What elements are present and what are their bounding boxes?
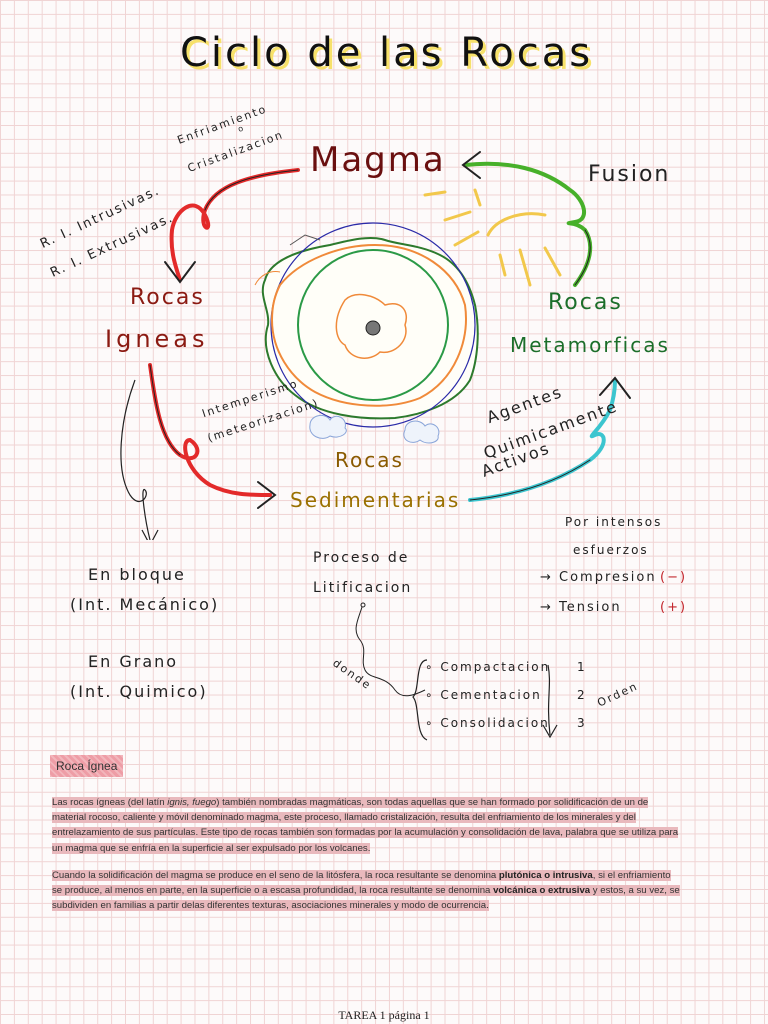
note-tension: → Tension: [540, 600, 622, 615]
sun-rays-icon: [423, 188, 562, 287]
note-proceso: Proceso de: [313, 550, 410, 566]
note-litificacion: Litificacion: [313, 580, 413, 596]
note-order-1: 1: [577, 660, 587, 674]
note-en-bloque: En bloque: [88, 565, 186, 584]
label-rocas-igneas-2: Igneas: [105, 325, 209, 353]
litificacion-connector: [355, 602, 426, 697]
arrow-to-notes: [120, 379, 159, 540]
label-rocas-sedimentarias-1: Rocas: [335, 448, 404, 472]
note-por-intensos: Por intensos: [565, 515, 663, 529]
label-rocas-igneas-1: Rocas: [130, 285, 205, 310]
arrow-magma-to-igneas: [164, 168, 300, 284]
section-heading: Roca Ígnea: [50, 755, 124, 777]
label-fusion: Fusion: [588, 162, 671, 187]
paragraph-1-text-b: ignis, fuego: [167, 797, 217, 808]
rock-cycle-diagram: [120, 151, 631, 540]
brace-icon: [412, 659, 428, 741]
arrow-igneas-to-sedimentarias: [148, 363, 277, 509]
note-esfuerzos: esfuerzos: [573, 543, 649, 557]
note-cementacion: ∘ Cementacion: [425, 688, 542, 702]
label-rocas-metamorficas-1: Rocas: [548, 290, 623, 315]
note-order-3: 3: [577, 716, 587, 730]
arrow-metamorficas-to-magma: [461, 151, 593, 287]
paragraph-1: Las rocas ígneas (del latín ignis, fuego…: [52, 795, 682, 856]
paragraph-2: Cuando la solidificación del magma se pr…: [52, 868, 682, 914]
order-arrow-icon: [542, 664, 558, 739]
note-compresion-sign: (−): [660, 570, 688, 585]
paragraph-2-text-b: plutónica o intrusiva: [498, 870, 593, 881]
cloud-icon: [309, 414, 440, 444]
arrow-sedimentarias-to-metamorficas: [468, 376, 631, 502]
note-orden: Orden: [595, 679, 641, 710]
note-tension-sign: (+): [660, 600, 688, 615]
paragraph-2-text-a: Cuando la solidificación del magma se pr…: [52, 870, 499, 881]
page-title: Ciclo de las Rocas: [180, 30, 594, 76]
label-rocas-metamorficas-2: Metamorficas: [510, 333, 670, 357]
note-order-2: 2: [577, 688, 587, 702]
note-en-grano: En Grano: [88, 652, 179, 671]
label-magma: Magma: [310, 140, 446, 180]
page-footer: TAREA 1 página 1: [338, 1008, 430, 1022]
note-compresion: → Compresion: [540, 570, 657, 585]
earth-icon: [254, 222, 479, 428]
paragraph-2-text-d: volcánica o extrusiva: [493, 885, 591, 897]
note-int-quimico: (Int. Quimico): [70, 682, 208, 701]
note-int-mecanico: (Int. Mecánico): [70, 595, 220, 614]
label-rocas-sedimentarias-2: Sedimentarias: [290, 488, 461, 512]
note-compactacion: ∘ Compactacion: [425, 660, 551, 674]
note-consolidacion: ∘ Consolidacion: [425, 716, 550, 730]
paragraph-1-text-a: Las rocas ígneas (del latín: [52, 797, 168, 808]
